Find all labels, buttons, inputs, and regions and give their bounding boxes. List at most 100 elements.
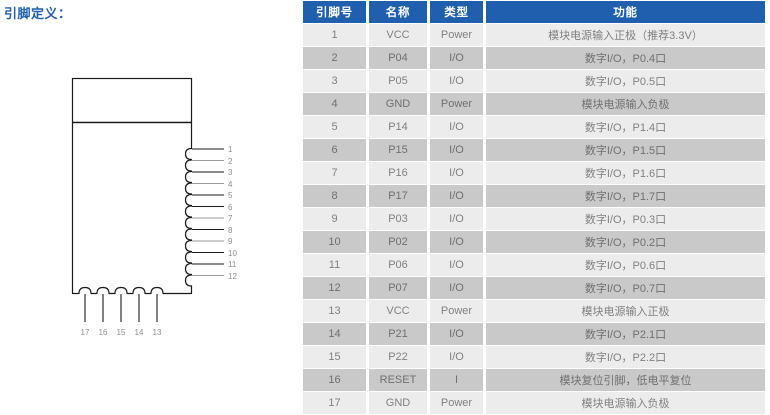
pin-label-right-9: 9 — [228, 237, 233, 246]
cell-function: 模块电源输入正极 — [486, 300, 765, 322]
pin-label-right-6: 6 — [228, 202, 233, 212]
cell-name: P14 — [369, 116, 427, 138]
pin-label-bottom-15: 15 — [116, 328, 126, 337]
cell-function: 数字I/O，P1.6口 — [486, 162, 765, 184]
bottom-pin-leader-lines — [84, 294, 158, 322]
cell-name: RESET — [369, 369, 427, 391]
cell-pin-number: 5 — [303, 116, 366, 138]
cell-function: 数字I/O，P2.1口 — [486, 323, 765, 345]
cell-pin-number: 12 — [303, 277, 366, 299]
cell-name: P04 — [369, 47, 427, 69]
cell-name: GND — [369, 392, 427, 414]
cell-type: I — [430, 369, 483, 391]
column-header-type: 类型 — [430, 1, 483, 23]
cell-function: 数字I/O，P2.2口 — [486, 346, 765, 368]
cell-type: I/O — [430, 231, 483, 253]
pin-definition-panel: 引脚定义： — [0, 0, 296, 409]
cell-function: 数字I/O，P0.2口 — [486, 231, 765, 253]
pin-label-right-10: 10 — [228, 248, 237, 258]
cell-name: VCC — [369, 24, 427, 46]
pin-label-bottom-17: 17 — [80, 328, 90, 337]
cell-function: 数字I/O，P0.4口 — [486, 47, 765, 69]
cell-function: 数字I/O，P0.5口 — [486, 70, 765, 92]
module-top-block — [71, 77, 193, 124]
cell-pin-number: 8 — [303, 185, 366, 207]
cell-pin-number: 10 — [303, 231, 366, 253]
cell-name: P07 — [369, 277, 427, 299]
cell-function: 数字I/O，P1.5口 — [486, 139, 765, 161]
cell-function: 模块电源输入负极 — [486, 392, 765, 414]
column-header-name: 名称 — [369, 1, 427, 23]
pin-label-right-3: 3 — [228, 168, 233, 177]
cell-pin-number: 4 — [303, 93, 366, 115]
cell-function: 模块电源输入正极（推荐3.3V） — [486, 24, 765, 46]
cell-type: I/O — [430, 254, 483, 276]
cell-pin-number: 2 — [303, 47, 366, 69]
cell-pin-number: 6 — [303, 139, 366, 161]
cell-function: 模块电源输入负极 — [486, 93, 765, 115]
cell-pin-number: 9 — [303, 208, 366, 230]
cell-function: 模块复位引脚，低电平复位 — [486, 369, 765, 391]
pin-label-bottom-13: 13 — [152, 328, 162, 337]
cell-type: I/O — [430, 116, 483, 138]
module-pin-diagram — [71, 77, 224, 322]
pin-label-right-8: 8 — [228, 225, 233, 235]
cell-type: I/O — [430, 139, 483, 161]
cell-function: 数字I/O，P0.3口 — [486, 208, 765, 230]
cell-name: P02 — [369, 231, 427, 253]
column-header-function: 功能 — [486, 1, 765, 23]
cell-function: 数字I/O，P0.6口 — [486, 254, 765, 276]
cell-type: I/O — [430, 185, 483, 207]
cell-pin-number: 15 — [303, 346, 366, 368]
column-header-pin-number: 引脚号 — [303, 1, 366, 23]
cell-name: GND — [369, 93, 427, 115]
cell-function: 数字I/O，P1.7口 — [486, 185, 765, 207]
pin-label-right-2: 2 — [228, 156, 233, 166]
cell-pin-number: 13 — [303, 300, 366, 322]
cell-name: P03 — [369, 208, 427, 230]
cell-type: I/O — [430, 277, 483, 299]
module-body-outline — [71, 121, 193, 295]
cell-name: P15 — [369, 139, 427, 161]
pin-label-right-1: 1 — [228, 145, 233, 154]
cell-name: P16 — [369, 162, 427, 184]
cell-name: VCC — [369, 300, 427, 322]
cell-pin-number: 1 — [303, 24, 366, 46]
cell-type: I/O — [430, 323, 483, 345]
pin-label-bottom-16: 16 — [98, 328, 108, 337]
cell-type: I/O — [430, 162, 483, 184]
pin-label-right-12: 12 — [228, 271, 237, 281]
page-title: 引脚定义： — [4, 6, 72, 21]
cell-function: 数字I/O，P1.4口 — [486, 116, 765, 138]
cell-type: Power — [430, 93, 483, 115]
cell-type: Power — [430, 24, 483, 46]
cell-type: Power — [430, 392, 483, 414]
cell-name: P06 — [369, 254, 427, 276]
cell-type: Power — [430, 300, 483, 322]
pin-label-right-11: 11 — [228, 260, 237, 269]
pin-label-right-4: 4 — [228, 179, 233, 189]
cell-pin-number: 17 — [303, 392, 366, 414]
cell-type: I/O — [430, 70, 483, 92]
cell-type: I/O — [430, 47, 483, 69]
pin-label-bottom-14: 14 — [134, 328, 144, 337]
right-pin-leader-lines — [192, 148, 224, 277]
pin-label-right-7: 7 — [228, 214, 233, 223]
